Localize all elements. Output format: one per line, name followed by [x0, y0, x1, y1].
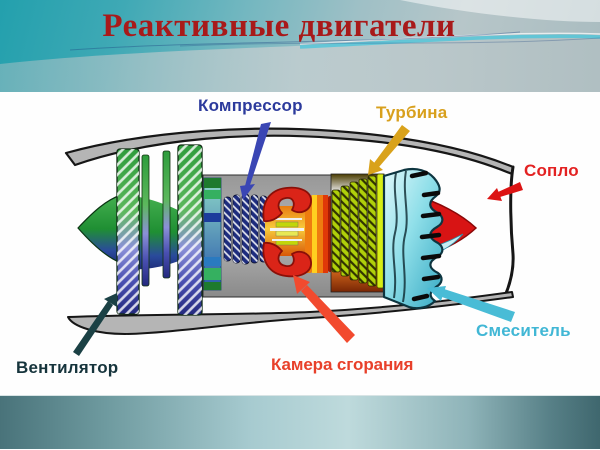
turbine-arrow: [368, 125, 410, 175]
stator-stack: [203, 177, 222, 291]
mixer-wave-line-2: [402, 170, 408, 303]
hairline-wave-1: [69, 31, 521, 51]
label-fan: Вентилятор: [16, 358, 119, 377]
corner-white-streak: [400, 0, 600, 22]
flame-swirl-top: [262, 186, 312, 223]
top-wave-decoration: [0, 0, 600, 92]
slide-title: Реактивные двигатели: [102, 8, 456, 44]
white-wave-highlight: [299, 32, 600, 45]
combustion-arrow: [293, 275, 355, 343]
label-combustion-chamber: Камера сгорания: [271, 355, 414, 374]
mixer: [382, 167, 444, 310]
fan-spinner-cone: [77, 194, 122, 264]
fan-arrow: [73, 293, 117, 356]
compressor-arrow: [240, 122, 271, 200]
label-compressor: Компрессор: [198, 96, 303, 115]
nozzle-arrow: [487, 182, 523, 201]
label-nozzle: Сопло: [524, 161, 579, 180]
mixer-lobes: [409, 170, 442, 302]
mixer-arrow: [427, 286, 515, 322]
compressor-discs: [223, 193, 268, 265]
fan-stator-strip-1: [141, 154, 150, 287]
label-turbine: Турбина: [376, 103, 448, 122]
top-wave-band: [0, 0, 600, 93]
fan-blade-column-1: [116, 148, 140, 315]
hairline-wave-2: [179, 37, 600, 47]
fan-blade-column-2: [177, 144, 203, 316]
flame-swirl-bottom: [262, 241, 312, 278]
mixer-wave-line-1: [392, 172, 398, 299]
silver-wave: [0, 34, 600, 92]
combustion-chamber: [262, 186, 332, 278]
turbine-discs: [330, 173, 385, 293]
fan-section: [77, 144, 203, 316]
fan-stator-strip-2: [162, 150, 171, 279]
bottom-wave-band: [0, 395, 600, 449]
cyan-wave-crest: [299, 34, 600, 49]
label-mixer: Смеситель: [476, 321, 571, 340]
